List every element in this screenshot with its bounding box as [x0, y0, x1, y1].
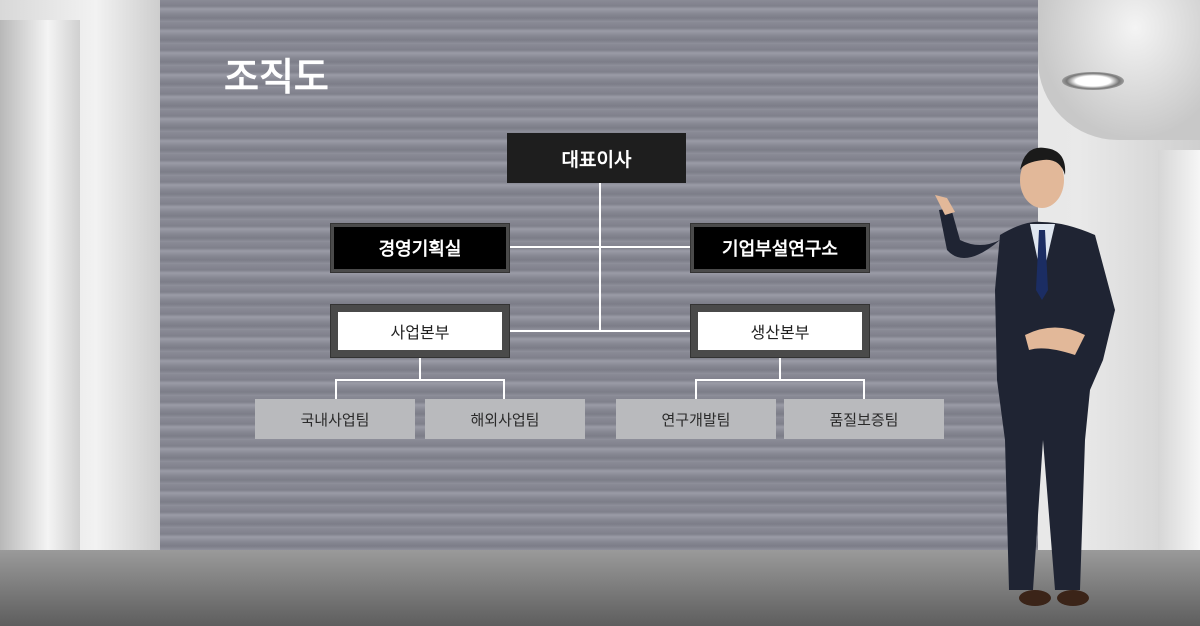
page-title: 조직도 — [224, 55, 329, 99]
connector-line — [779, 358, 781, 380]
connector-line — [419, 358, 421, 380]
org-node-research-lab: 기업부설연구소 — [694, 227, 866, 269]
org-team-rnd: 연구개발팀 — [616, 399, 776, 439]
connector-line — [695, 379, 865, 381]
connector-line — [335, 379, 505, 381]
org-team-quality: 품질보증팀 — [784, 399, 944, 439]
floor — [0, 550, 1200, 626]
org-team-overseas: 해외사업팀 — [425, 399, 585, 439]
ceiling — [1038, 0, 1200, 140]
org-node-business-division: 사업본부 — [338, 312, 502, 350]
right-wall — [1158, 150, 1200, 626]
connector-line — [695, 379, 697, 399]
org-team-domestic: 국내사업팀 — [255, 399, 415, 439]
left-wall — [0, 20, 80, 626]
connector-line — [335, 379, 337, 399]
connector-line — [503, 379, 505, 399]
connector-line — [510, 246, 690, 248]
ceiling-lamp — [1062, 72, 1124, 90]
org-node-ceo: 대표이사 — [507, 133, 686, 183]
connector-line — [863, 379, 865, 399]
businessman-pointing-image — [935, 147, 1115, 606]
connector-line — [510, 330, 690, 332]
connector-line — [599, 183, 601, 332]
org-node-production-division: 생산본부 — [698, 312, 862, 350]
org-node-planning: 경영기획실 — [334, 227, 506, 269]
